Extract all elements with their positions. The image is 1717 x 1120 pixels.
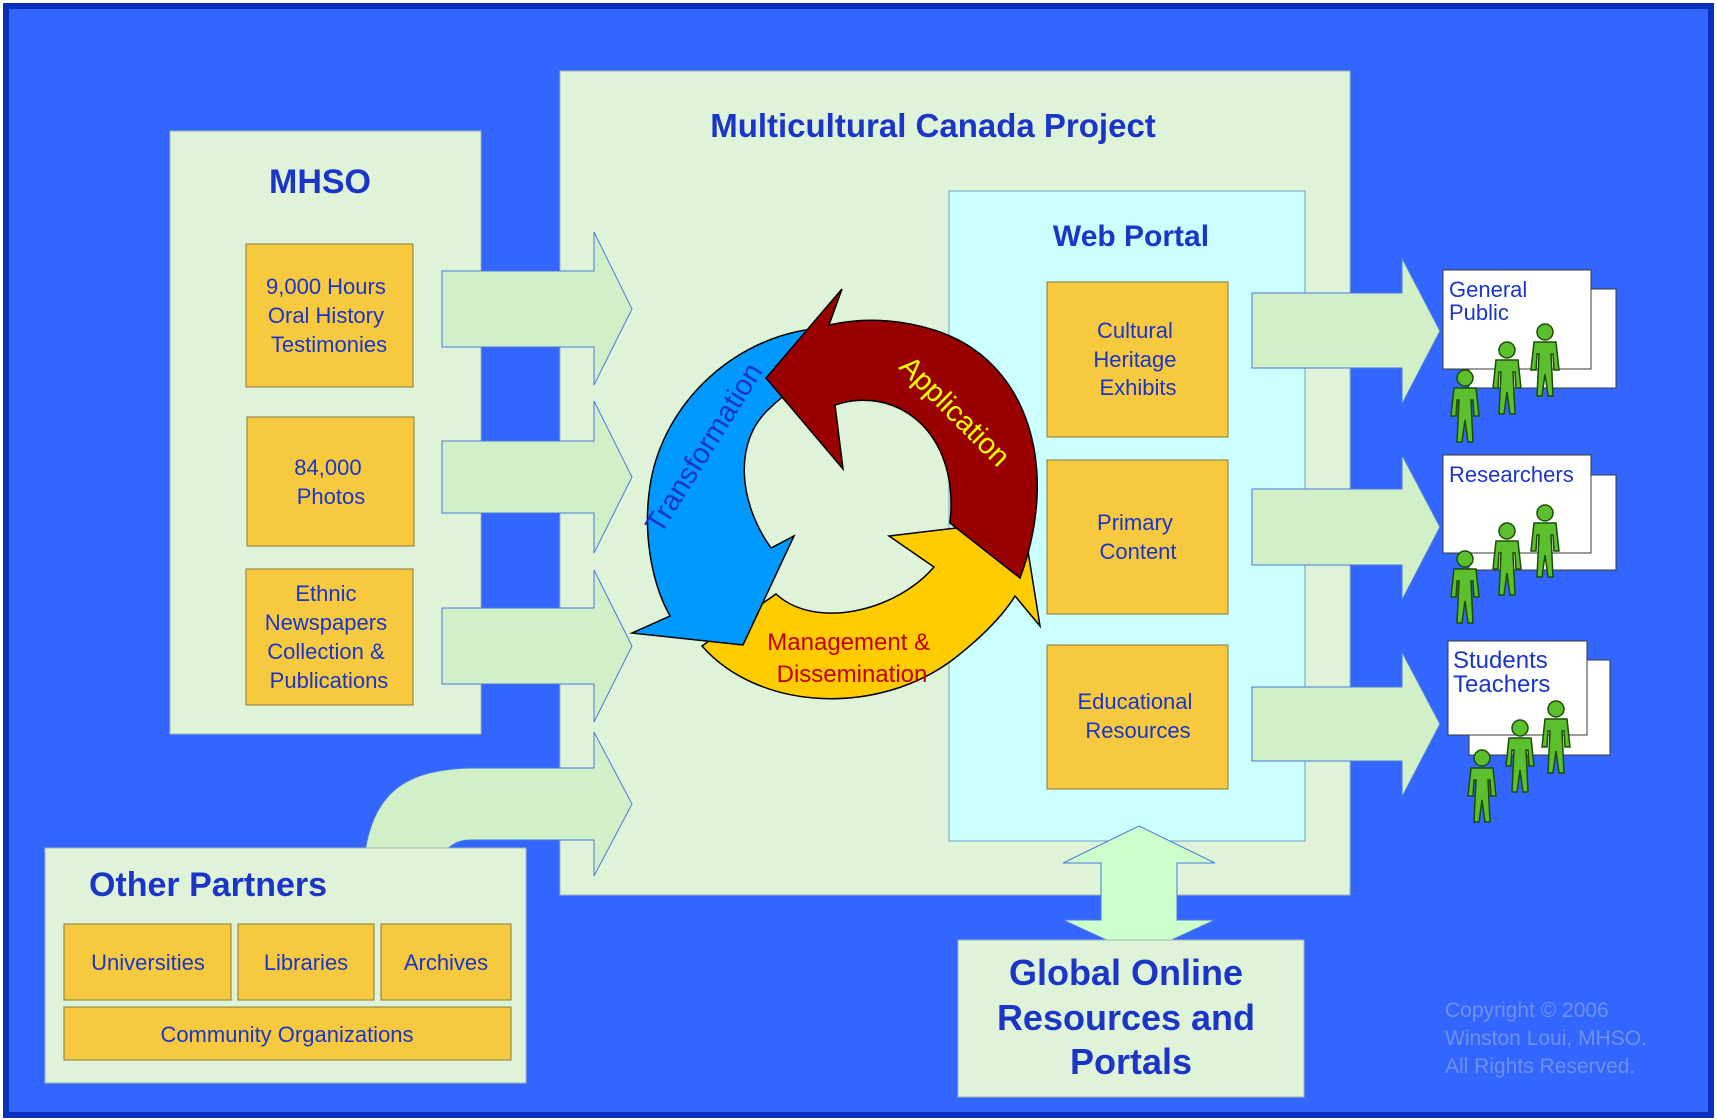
audience-label: Public <box>1449 300 1509 325</box>
mhso-item-line: Testimonies <box>271 332 387 357</box>
svg-text:Primary Content: Primary Content <box>1097 510 1179 564</box>
portal-item-line: Heritage <box>1093 347 1176 372</box>
cycle-arrow-management <box>700 519 1042 700</box>
mhso-item-line: Newspapers <box>265 610 387 635</box>
partners-title: Other Partners <box>89 866 327 904</box>
svg-text:Archives: Archives <box>404 950 488 975</box>
flow-arrow-general-public <box>1251 257 1441 405</box>
cycle-label-management: Management & Dissemination <box>767 629 936 688</box>
copyright-line: Winston Loui, MHSO. <box>1445 1027 1647 1050</box>
svg-text:Students Teachers: Students Teachers <box>1453 647 1554 698</box>
cycle-label-management-line: Management & <box>767 629 930 656</box>
global-resources-line: Resources and <box>997 997 1255 1038</box>
mhso-title: MHSO <box>269 163 371 201</box>
portal-item-line: Content <box>1099 539 1176 564</box>
mhso-item-line: Ethnic <box>295 581 356 606</box>
flow-arrow-photos <box>441 400 633 554</box>
portal-item-line: Exhibits <box>1099 375 1176 400</box>
portal-item-exhibits: Cultural Heritage Exhibits <box>1046 281 1229 438</box>
mhso-item-line: Collection & <box>267 639 385 664</box>
audience-label: Teachers <box>1453 671 1550 698</box>
partner-libraries: Libraries <box>237 923 375 1001</box>
flow-arrow-students <box>1251 651 1441 798</box>
mhso-item-line: 84,000 <box>294 455 361 480</box>
global-resources-panel <box>957 939 1305 1098</box>
portal-item-line: Primary <box>1097 510 1173 535</box>
audience-label: Researchers <box>1449 462 1574 487</box>
global-resources-title: Global Online Resources and Portals <box>997 952 1265 1082</box>
svg-text:Researchers: Researchers <box>1449 462 1574 487</box>
cycle-arrow-application <box>765 288 1038 580</box>
cycle-arrow-transformation <box>629 328 813 646</box>
portal-item-line: Resources <box>1085 718 1190 743</box>
svg-text:84,000 Photos: 84,000 Photos <box>294 455 367 509</box>
copyright-line: All Rights Reserved. <box>1445 1055 1635 1078</box>
global-resources-line: Portals <box>1070 1041 1192 1082</box>
svg-text:Libraries: Libraries <box>264 950 348 975</box>
mhso-item-newspapers: Ethnic Newspapers Collection & Publicati… <box>245 568 414 706</box>
partner-community: Community Organizations <box>63 1006 512 1061</box>
svg-text:General Public: General Public <box>1449 277 1533 325</box>
svg-text:Community Organizations: Community Organizations <box>160 1022 413 1047</box>
mhso-item-line: Photos <box>297 484 366 509</box>
svg-text:Educational Resources: Educational Resources <box>1077 689 1198 743</box>
mhso-item-line: Oral History <box>268 303 384 328</box>
mhso-item-line: Publications <box>270 668 389 693</box>
project-title: Multicultural Canada Project <box>710 107 1156 144</box>
audience-label: Students <box>1453 647 1548 674</box>
partner-archives: Archives <box>380 923 512 1001</box>
partner-universities: Universities <box>63 923 232 1001</box>
svg-text:Universities: Universities <box>91 950 205 975</box>
flow-arrow-researchers <box>1251 454 1441 601</box>
svg-text:9,000 Hours Oral History: 9,000 Hours Oral History Testimonies <box>266 274 392 357</box>
portal-item-line: Cultural <box>1097 318 1173 343</box>
copyright-line: Copyright © 2006 <box>1445 999 1609 1022</box>
mhso-item-line: 9,000 Hours <box>266 274 386 299</box>
lifecycle-cycle: Transformation Application Management & … <box>629 288 1042 700</box>
mhso-item-oral-history: 9,000 Hours Oral History Testimonies <box>245 243 414 388</box>
web-portal-title: Web Portal <box>1053 220 1209 253</box>
svg-text:Ethnic Newspapers: Ethnic Newspapers Collection & Publicati… <box>265 581 393 693</box>
svg-text:Cultural Heritage: Cultural Heritage Exhibits <box>1093 318 1182 400</box>
portal-item-line: Educational <box>1077 689 1192 714</box>
audience-label: General <box>1449 277 1527 302</box>
double-arrow-global <box>1062 825 1216 956</box>
audience-general-public: General Public <box>1442 269 1617 443</box>
audience-researchers: Researchers <box>1442 454 1617 624</box>
flow-arrow-oral-history <box>441 231 633 386</box>
portal-item-educational: Educational Resources <box>1046 644 1229 790</box>
mhso-item-photos: 84,000 Photos <box>246 416 415 547</box>
cycle-label-management-line: Dissemination <box>777 661 928 688</box>
copyright-text: Copyright © 2006 Winston Loui, MHSO. All… <box>1445 999 1653 1078</box>
global-resources-line: Global Online <box>1009 952 1243 993</box>
portal-item-primary-content: Primary Content <box>1046 459 1229 615</box>
audience-students-teachers: Students Teachers <box>1447 640 1611 823</box>
flow-arrow-newspapers <box>441 569 633 723</box>
